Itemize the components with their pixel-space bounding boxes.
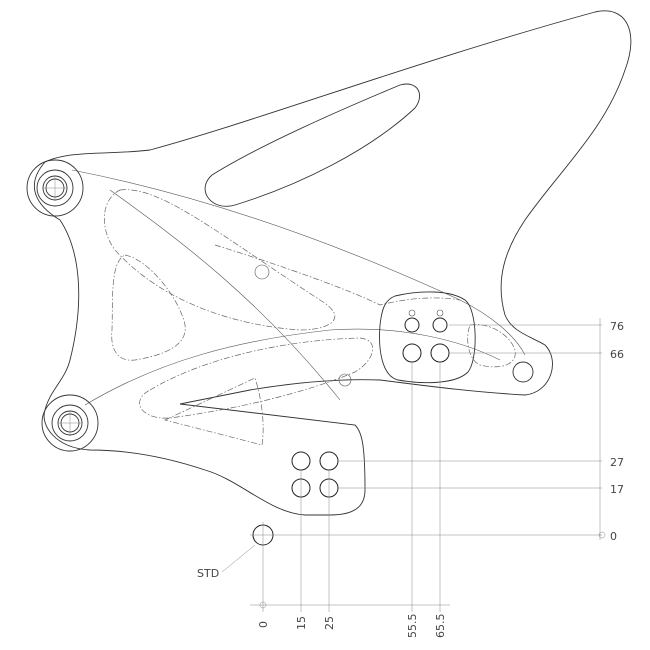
inner-rail-upper — [71, 169, 526, 356]
mount-plate — [379, 291, 476, 384]
dim-label-17: 17 — [610, 483, 624, 496]
pocket-triangle — [111, 254, 186, 361]
pocket-right — [467, 324, 516, 368]
small-hole-top — [254, 264, 270, 280]
plate-holes-upper — [402, 309, 450, 363]
dim-label-27: 27 — [610, 456, 624, 469]
small-hole-mid — [338, 373, 352, 387]
origin-hole — [221, 522, 276, 573]
pocket-inner-triangle — [163, 377, 264, 446]
lower-pivot — [41, 394, 99, 452]
origin-std-label: STD — [197, 567, 219, 580]
horizontal-extension-lines — [250, 362, 450, 612]
pocket-upper — [103, 189, 335, 331]
small-hole-right — [512, 361, 534, 383]
dim-label-15: 15 — [295, 616, 308, 630]
upper-pivot — [26, 159, 84, 217]
dim-label-0-vertical: 0 — [610, 530, 617, 543]
pocket-rail-dashed — [214, 244, 461, 306]
pocket-lower — [139, 337, 374, 419]
bracket-outline — [33, 10, 632, 516]
dim-label-65-5: 65.5 — [434, 614, 447, 639]
inner-rail-lower — [84, 328, 501, 406]
plate-holes-lower — [291, 451, 339, 498]
inner-diagonal — [109, 189, 341, 401]
dim-label-66: 66 — [610, 348, 624, 361]
upper-slot — [204, 83, 420, 207]
dim-label-25: 25 — [323, 616, 336, 630]
dim-label-0-horizontal: 0 — [257, 621, 270, 628]
dim-label-55-5: 55.5 — [406, 614, 419, 639]
dim-label-76: 76 — [610, 320, 624, 333]
vertical-extension-lines — [276, 318, 606, 540]
